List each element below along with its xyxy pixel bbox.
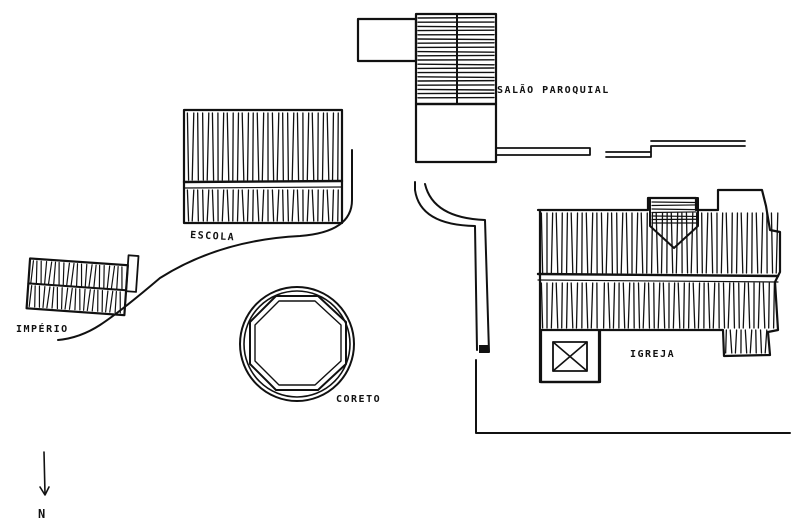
imperio-label: IMPÉRIO: [16, 322, 69, 335]
salao-paroquial-building: [356, 12, 498, 164]
coreto-label: CORETO: [336, 394, 381, 405]
road-edge: [57, 149, 353, 341]
escola-building: [182, 108, 344, 225]
igreja-label: IGREJA: [630, 349, 675, 360]
coreto-bandstand: [239, 286, 355, 402]
igreja-building: [536, 188, 782, 384]
escola-label: ESCOLA: [190, 230, 236, 243]
imperio-building: [25, 254, 140, 317]
boundary-wall-north: [496, 140, 746, 158]
north-arrow-icon: [39, 451, 50, 496]
boundary-wall-east: [414, 181, 791, 434]
north-label: N: [38, 507, 45, 521]
salao-paroquial-label: SALÃO PAROQUIAL: [497, 83, 610, 96]
